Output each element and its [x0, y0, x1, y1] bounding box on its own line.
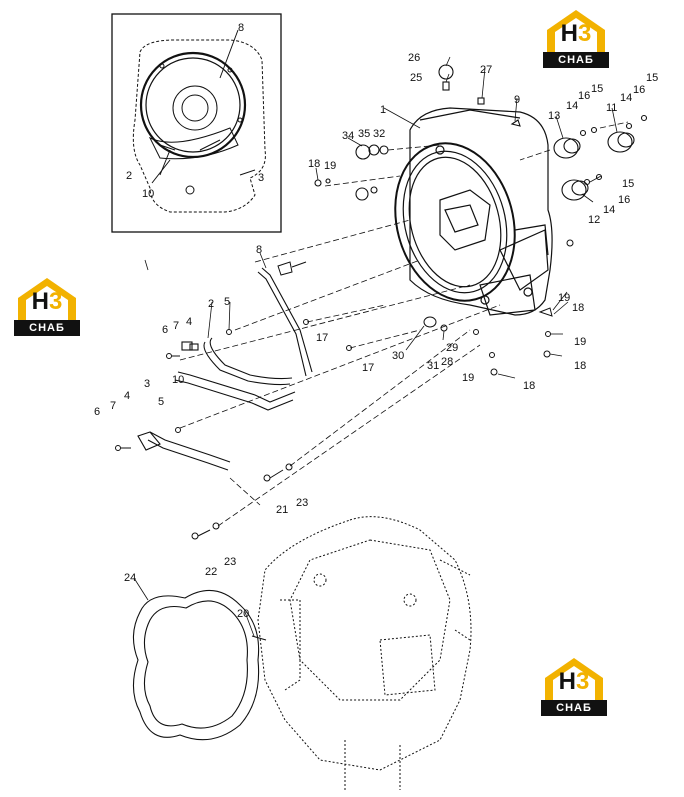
- callout-c24: 24: [124, 572, 137, 584]
- callout-c5b: 5: [158, 396, 165, 408]
- callout-c3b: 3: [144, 378, 151, 390]
- callout-c22: 22: [205, 566, 218, 578]
- callout-c6b: 6: [94, 406, 101, 418]
- callout-c5a: 5: [224, 296, 231, 308]
- callout-c7a: 7: [173, 320, 180, 332]
- callout-c13: 13: [548, 110, 561, 122]
- callout-c21: 21: [276, 504, 289, 516]
- callout-c10b: 10: [172, 374, 185, 386]
- callout-c27: 27: [480, 64, 493, 76]
- transmission-body: [257, 516, 472, 790]
- h3-snab-logo: H3 СНАБ: [541, 654, 607, 718]
- callout-c18b: 18: [572, 302, 585, 314]
- callout-c14b: 14: [620, 92, 633, 104]
- callout-c18a: 18: [308, 158, 321, 170]
- callout-c23b: 23: [224, 556, 237, 568]
- callout-c19c: 19: [574, 336, 587, 348]
- callout-c17b: 17: [362, 362, 375, 374]
- logo-mark: H3: [31, 288, 63, 315]
- logo-mark: H3: [560, 20, 592, 47]
- callout-c18d: 18: [523, 380, 536, 392]
- callout-c15b: 15: [646, 72, 659, 84]
- logo-brand-text: СНАБ: [543, 52, 609, 68]
- logo-brand-text: СНАБ: [14, 320, 80, 336]
- house-icon: [18, 278, 76, 320]
- callout-c31: 31: [427, 360, 440, 372]
- callout-c19d: 19: [462, 372, 475, 384]
- callout-c16b: 16: [633, 84, 646, 96]
- callout-c18c: 18: [574, 360, 587, 372]
- bolts-washers: [115, 239, 574, 540]
- leader-lines: [133, 56, 618, 637]
- callout-c7b: 7: [110, 400, 117, 412]
- callout-c26: 26: [408, 52, 421, 64]
- inset-detail: [111, 13, 282, 233]
- logo-brand-text: СНАБ: [541, 700, 607, 716]
- callout-c11: 11: [606, 102, 618, 114]
- callout-c8a: 8: [238, 22, 245, 34]
- callout-c28: 28: [441, 356, 454, 368]
- callout-c6a: 6: [162, 324, 169, 336]
- callout-c16a: 16: [578, 90, 591, 102]
- callout-c4b: 4: [124, 390, 131, 402]
- plug-parts: [314, 64, 648, 201]
- callout-c35: 35: [358, 128, 371, 140]
- callout-c30: 30: [392, 350, 405, 362]
- logo-mark: H3: [558, 668, 590, 695]
- callout-c2b: 2: [208, 298, 215, 310]
- callout-c19a: 19: [324, 160, 337, 172]
- gasket: [132, 589, 267, 741]
- callout-c32: 32: [373, 128, 386, 140]
- h3-snab-logo: H3 СНАБ: [543, 6, 609, 70]
- callout-c12: 12: [588, 214, 601, 226]
- callout-c8b: 8: [256, 244, 263, 256]
- callout-c3a: 3: [258, 172, 265, 184]
- house-icon: [545, 658, 603, 700]
- house-icon: [547, 10, 605, 52]
- callout-c14a: 14: [566, 100, 579, 112]
- callout-c16c: 16: [618, 194, 631, 206]
- callout-c23a: 23: [296, 497, 309, 509]
- callout-c17a: 17: [316, 332, 329, 344]
- callout-c19b: 19: [558, 292, 571, 304]
- callout-c15c: 15: [622, 178, 635, 190]
- callout-c10a: 10: [142, 188, 155, 200]
- callout-c1: 1: [380, 104, 387, 116]
- callout-c14c: 14: [603, 204, 616, 216]
- callout-c2a: 2: [126, 170, 133, 182]
- oil-pipes: [137, 267, 313, 471]
- centerlines: [179, 121, 629, 527]
- converter-housing: [394, 107, 553, 316]
- callout-c25: 25: [410, 72, 423, 84]
- h3-snab-logo: H3 СНАБ: [14, 274, 80, 338]
- callout-c20: 20: [237, 608, 250, 620]
- callout-c4a: 4: [186, 316, 193, 328]
- callout-c15a: 15: [591, 83, 604, 95]
- callout-c29: 29: [446, 342, 459, 354]
- callout-c9: 9: [514, 94, 521, 106]
- callout-c34: 34: [342, 130, 355, 142]
